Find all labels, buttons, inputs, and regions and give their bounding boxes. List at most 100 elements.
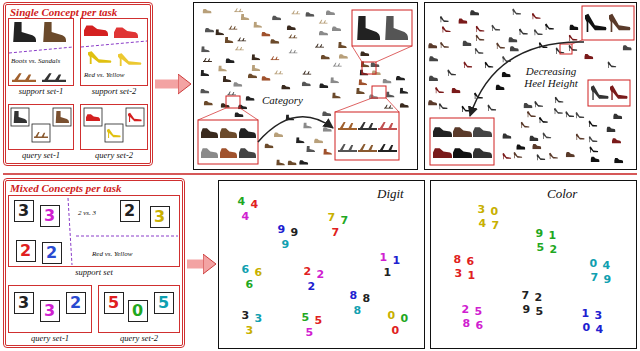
- node-label: Single Concept per task: [10, 6, 117, 18]
- scatter-shoe: [287, 26, 296, 31]
- scatter-shoe: [321, 55, 330, 60]
- art-use: [609, 14, 630, 32]
- art-use: [453, 127, 472, 137]
- scatter-shoe: [306, 146, 315, 152]
- scatter-shoe: [458, 18, 467, 23]
- scatter-digit: 6: [246, 279, 254, 291]
- art-rect: [126, 108, 144, 126]
- support-set-box: Boots vs. Sandalssupport set-1: [8, 18, 74, 86]
- scatter-shoe: [510, 46, 519, 51]
- scatter-digit: 0: [392, 325, 400, 337]
- art-line: [198, 108, 226, 120]
- scatter-digit: 3: [246, 325, 254, 337]
- scatter-shoe: [330, 77, 339, 83]
- scatter-digit: 0: [491, 206, 499, 218]
- support-set-box: Red vs. Yellowsupport set-2: [80, 18, 148, 86]
- scatter-digit: 8: [350, 290, 358, 302]
- art-use: [220, 128, 237, 138]
- scatter-shoe: [527, 111, 536, 117]
- scatter-shoe: [201, 70, 210, 76]
- scatter-shoe: [288, 35, 297, 39]
- scatter-digit: 9: [291, 227, 299, 239]
- scatter-digit: 2: [308, 281, 316, 293]
- art-line: [76, 236, 178, 237]
- digit-image-box: 2: [66, 292, 86, 314]
- digit-text: 5: [155, 293, 173, 313]
- scatter-shoe: [274, 71, 283, 75]
- scatter-shoe: [476, 35, 485, 41]
- art-use: [201, 148, 218, 158]
- art-rect: [32, 124, 50, 142]
- scatter-shoe: [276, 159, 285, 165]
- scatter-shoe: [566, 152, 575, 157]
- scatter-shoe: [203, 58, 212, 62]
- scatter-shoe: [576, 112, 585, 118]
- scatter-shoe: [261, 32, 270, 37]
- digit-image-box: 3: [14, 200, 34, 222]
- art-use: [385, 16, 408, 40]
- digit-text: 2: [43, 243, 61, 263]
- embedding-panel: Decreasing Heel Height: [424, 2, 637, 170]
- digit-image-box: 3: [40, 205, 60, 227]
- scatter-digit: 1: [582, 308, 590, 320]
- scatter-shoe: [502, 72, 511, 77]
- scatter-shoe: [554, 108, 563, 114]
- art-rect: [105, 124, 123, 142]
- art-use: [220, 148, 237, 158]
- scatter-shoe: [221, 103, 230, 108]
- digit-image-box: 5: [154, 292, 174, 314]
- scatter-shoe: [218, 65, 227, 71]
- art-use: [473, 148, 492, 158]
- scatter-shoe: [205, 28, 214, 32]
- scatter-digit: 3: [595, 310, 603, 322]
- task-panel: 3323222 vs. 3Red vs. Yellowsupport set33…: [3, 178, 185, 348]
- scatter-shoe: [537, 154, 546, 160]
- digit-image-box: 3: [40, 300, 60, 322]
- digit-image-box: 2: [120, 200, 140, 222]
- node-label: Red vs. Yellow: [92, 251, 132, 259]
- scatter-shoe: [485, 62, 494, 68]
- scatter-shoe: [534, 29, 543, 35]
- art-rect: [198, 120, 258, 164]
- node-label: Decreasing Heel Height: [519, 65, 583, 89]
- scatter-shoe: [248, 74, 257, 79]
- scatter-digit: 4: [479, 218, 487, 230]
- scatter-shoe: [584, 54, 593, 59]
- scatter-digit: 8: [354, 305, 362, 317]
- art-use: [56, 111, 69, 123]
- scatter-shoe: [475, 48, 484, 54]
- scatter-digit: 2: [317, 269, 325, 281]
- art-use: [610, 85, 628, 100]
- scatter-shoe: [521, 122, 530, 128]
- scatter-shoe: [428, 100, 437, 105]
- art-use: [473, 127, 492, 137]
- scatter-shoe: [305, 12, 314, 16]
- digit-image-box: 5: [104, 292, 124, 314]
- scatter-digit: 7: [328, 212, 336, 224]
- art-use: [114, 28, 138, 39]
- art-use: [13, 22, 36, 42]
- query-set-box: 505query set-2: [98, 285, 180, 333]
- scatter-shoe: [235, 47, 244, 51]
- scatter-shoe: [496, 43, 505, 49]
- art-line: [9, 47, 73, 53]
- scatter-shoe: [246, 96, 255, 101]
- scatter-shoe: [229, 26, 238, 30]
- scatter-digit: 6: [255, 267, 263, 279]
- digit-image-box: 2: [42, 242, 62, 264]
- scatter-shoe: [296, 137, 305, 143]
- node-label: Color: [547, 187, 577, 201]
- art-use: [128, 113, 142, 122]
- art-use: [34, 132, 48, 138]
- art-line: [81, 41, 147, 47]
- scatter-shoe: [237, 38, 246, 42]
- embedding-panel: Category: [193, 2, 418, 170]
- scatter-digit: 0: [401, 313, 409, 325]
- scatter-shoe: [333, 63, 342, 67]
- digit-image-box: 3: [150, 206, 170, 228]
- scatter-shoe: [281, 85, 290, 90]
- scatter-shoe: [332, 93, 341, 99]
- digit-text: 0: [129, 301, 147, 321]
